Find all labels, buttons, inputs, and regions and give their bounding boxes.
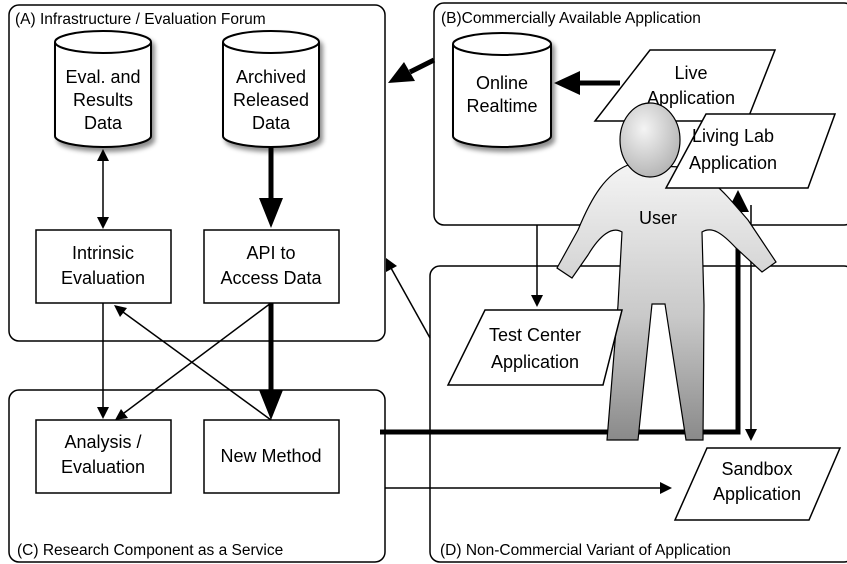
box-analysis-evaluation: Analysis / Evaluation [35,419,172,494]
arrow-api-analysis [123,302,272,414]
db-eval-results-line2: Results [73,90,133,110]
panel-c-title: (C) Research Component as a Service [17,542,283,559]
head-analysis-left [97,407,109,419]
head-sandbox-right [660,482,672,494]
db-archived-line3: Data [252,113,291,133]
head-sandbox-down [745,429,757,441]
db-online-line2: Realtime [466,96,537,116]
db-online-line1: Online [476,73,528,93]
head-newmethod-thick [259,390,283,420]
panel-c: (C) Research Component as a Service [8,389,386,563]
app-sandbox-line2: Application [713,484,801,504]
app-live: Live Application [593,49,777,122]
user-head [619,102,681,178]
app-living-lab-line2: Application [689,153,777,173]
head-analysis-diag [115,409,128,420]
app-test-center: Test Center Application [446,309,623,386]
box-analysis-line1: Analysis / [64,432,141,452]
panel-b-title: (B)Commercially Available Application [441,10,701,27]
db-archived-line1: Archived [236,67,306,87]
box-api-access-data: API to Access Data [203,229,340,304]
box-api-line1: API to [246,243,295,263]
head-api-thick [259,198,283,228]
arrow-newmethod-intrinsic [122,311,272,421]
app-sandbox: Sandbox Application [673,447,842,521]
head-intrinsic-diag [114,305,127,317]
box-analysis-line2: Evaluation [61,457,145,477]
thick-arrowheads [259,62,749,420]
app-living-lab: Living Lab Application [664,113,837,189]
user-figure: User [556,102,777,441]
box-new-method-label: New Method [220,446,321,466]
box-new-method: New Method [203,419,340,494]
head-evaldb-up [97,149,109,161]
thick-connectors [268,57,741,435]
arrow-paneld-panela [390,267,431,339]
box-intrinsic-line1: Intrinsic [72,243,134,263]
db-online [452,32,552,148]
db-eval-results-line1: Eval. and [65,67,140,87]
arrow-newmethod-livinglab [380,205,741,435]
head-testcenter-down [531,295,543,307]
head-panela-thick [388,62,415,83]
db-archived [222,30,320,148]
panel-d-title: (D) Non-Commercial Variant of Applicatio… [440,542,731,559]
arrow-panelb-panela [408,57,436,75]
panel-a-title: (A) Infrastructure / Evaluation Forum [15,11,266,28]
box-api-line2: Access Data [220,268,322,288]
app-live-line1: Live [674,63,707,83]
head-panela-diag [386,258,397,272]
db-eval-results [54,30,152,148]
thin-connectors [102,159,752,489]
db-archived-line2: Released [233,90,309,110]
thin-arrowheads [97,149,757,494]
app-living-lab-line1: Living Lab [692,126,774,146]
db-eval-results-line3: Data [84,113,123,133]
head-online-thick [554,71,580,95]
app-test-center-line2: Application [491,352,579,372]
box-intrinsic-line2: Evaluation [61,268,145,288]
panel-a: (A) Infrastructure / Evaluation Forum [8,4,386,342]
user-label: User [639,208,677,228]
app-test-center-line1: Test Center [489,325,581,345]
box-intrinsic-evaluation: Intrinsic Evaluation [35,229,172,304]
head-intrinsic-down [97,217,109,229]
app-live-line2: Application [647,88,735,108]
app-sandbox-line1: Sandbox [721,459,792,479]
